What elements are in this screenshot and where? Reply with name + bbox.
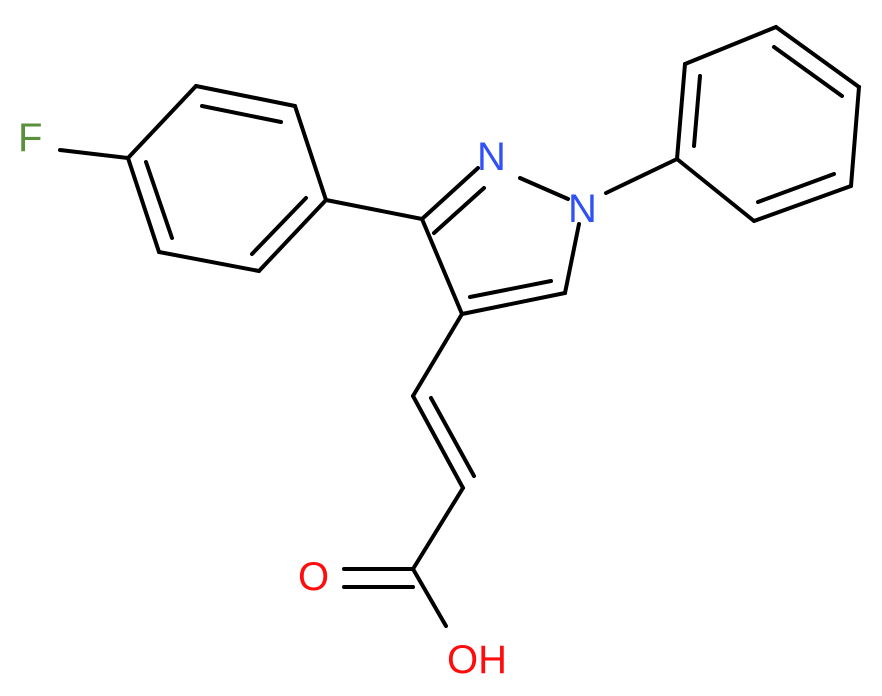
bond-n2-n1 bbox=[518, 176, 570, 201]
bond-vinyl-double-outer bbox=[411, 394, 465, 490]
bond-phenyl-6 bbox=[675, 62, 687, 161]
bond-fluorophenyl-4 bbox=[257, 198, 328, 273]
bond-aryl-c3 bbox=[324, 198, 424, 221]
bond-c3-n2-inner bbox=[432, 186, 486, 235]
bond-f-c bbox=[58, 148, 130, 160]
bond-n1-c5 bbox=[563, 222, 581, 295]
atom-nitrogen-n2: N bbox=[477, 135, 506, 179]
bond-fluorophenyl-6-inner bbox=[144, 160, 174, 240]
bond-c3-n2 bbox=[420, 166, 480, 221]
bond-phenyl-2-inner bbox=[756, 172, 836, 204]
bond-phenyl-2 bbox=[752, 184, 853, 223]
atom-labels: F N N O OH bbox=[18, 116, 597, 682]
bond-layer bbox=[58, 25, 861, 628]
bond-n1-phenyl bbox=[604, 157, 679, 195]
bond-fluorophenyl-6 bbox=[126, 156, 161, 254]
bond-c5-c4 bbox=[460, 291, 567, 316]
bond-fluorophenyl-4-inner bbox=[250, 196, 308, 256]
bond-fluorophenyl-1 bbox=[126, 84, 198, 160]
atom-nitrogen-n1: N bbox=[568, 187, 597, 231]
bond-fluorophenyl-2 bbox=[194, 84, 297, 108]
bond-c4-c3 bbox=[420, 217, 464, 316]
bond-c-oh bbox=[411, 567, 448, 628]
atom-hydroxyl: OH bbox=[447, 638, 507, 682]
bond-phenyl-4 bbox=[774, 25, 861, 89]
bond-c5-c4-inner bbox=[468, 279, 553, 299]
bond-phenyl-4-inner bbox=[772, 45, 844, 98]
bond-fluorophenyl-2-inner bbox=[200, 104, 283, 124]
atom-fluorine: F bbox=[18, 116, 42, 160]
bond-phenyl-5 bbox=[683, 25, 778, 66]
bond-phenyl-3 bbox=[849, 85, 861, 188]
bond-phenyl-6-inner bbox=[692, 74, 702, 148]
bond-vinyl-carboxyl bbox=[411, 486, 465, 571]
bond-vinyl-double-inner bbox=[429, 396, 476, 478]
bond-fluorophenyl-5 bbox=[157, 250, 261, 273]
bond-c4-vinyl bbox=[411, 312, 464, 398]
atom-oxygen-carbonyl: O bbox=[298, 555, 329, 599]
bond-phenyl-1 bbox=[675, 157, 756, 223]
bond-fluorophenyl-3 bbox=[293, 104, 328, 202]
